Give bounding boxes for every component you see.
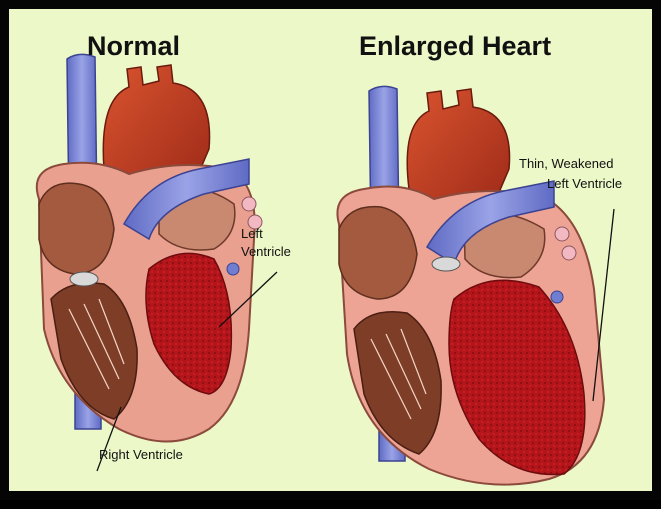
normal-right-atrium	[39, 183, 114, 274]
normal-pulmonary-vein	[242, 197, 256, 211]
thin-weakened-label-line1: Thin, Weakened	[519, 155, 613, 173]
normal-valve	[70, 272, 98, 286]
enlarged-title: Enlarged Heart	[359, 31, 551, 62]
normal-heart	[37, 54, 262, 441]
normal-pulmonary-vein	[227, 263, 239, 275]
enlarged-pulmonary-vein	[555, 227, 569, 241]
enlarged-heart	[337, 86, 604, 484]
right-ventricle-label: Right Ventricle	[99, 446, 183, 464]
left-ventricle-label-line2: Ventricle	[241, 243, 291, 261]
enlarged-pulmonary-vein	[562, 246, 576, 260]
enlarged-valve	[432, 257, 460, 271]
thin-weakened-label-line2: Left Ventricle	[547, 175, 622, 193]
normal-title: Normal	[87, 31, 180, 62]
heart-illustration	[9, 9, 661, 509]
enlarged-pulmonary-vein	[551, 291, 563, 303]
left-ventricle-label-line1: Left	[241, 225, 263, 243]
